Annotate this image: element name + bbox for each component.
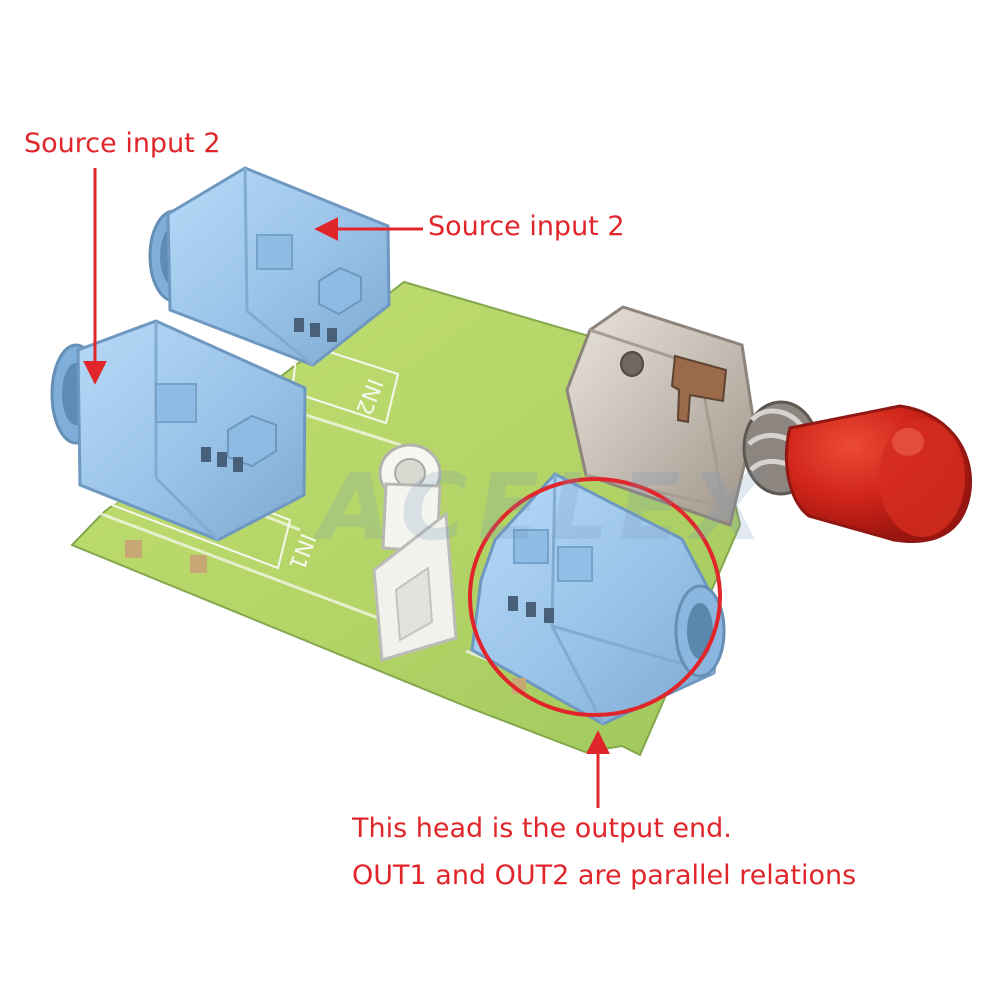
output-highlight-circle <box>468 477 722 717</box>
white-header-connector <box>372 511 458 662</box>
source-input-label-right: Source input 2 <box>428 211 625 242</box>
red-button-cap <box>784 404 973 543</box>
output-note: This head is the output end. OUT1 and OU… <box>352 812 856 906</box>
output-jack <box>470 472 726 726</box>
push-switch <box>565 305 820 527</box>
output-note-line-2: OUT1 and OUT2 are parallel relations <box>352 860 857 891</box>
output-note-line-1: This head is the output end. <box>352 813 732 844</box>
source-input-label-left: Source input 2 <box>24 128 221 159</box>
annotation-arrows <box>83 168 610 808</box>
brand-watermark: ACELEX <box>308 454 782 561</box>
